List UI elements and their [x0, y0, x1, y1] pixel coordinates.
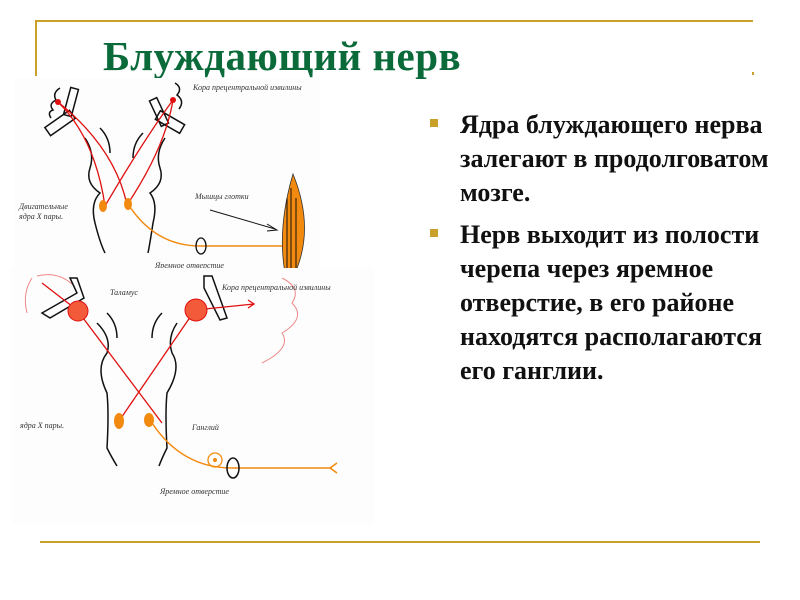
sensory-pathway-diagram: Таламус Кора прецентральной извилины ядр… — [12, 268, 374, 524]
label-cortex: Кора прецентральной извилины — [192, 83, 302, 92]
label-ganglion: Ганглий — [191, 423, 219, 432]
label-pharynx-muscles: Мышцы глотки — [194, 192, 249, 201]
label-cortex: Кора прецентральной извилины — [221, 283, 331, 292]
frame-dot — [752, 72, 754, 75]
bullet-item: Нерв выходит из полости черепа через яре… — [430, 218, 770, 388]
bullet-square-icon — [430, 119, 438, 127]
label-motor-nuclei-2: ядра X пары. — [18, 212, 63, 221]
motor-pathway-diagram: Кора прецентральной извилины Двигательны… — [15, 78, 320, 273]
bullet-item: Ядра блуждающего нерва залегают в продол… — [430, 108, 770, 210]
frame-bottom-line — [40, 541, 760, 543]
frame-left-line — [35, 20, 37, 76]
bullet-text: Ядра блуждающего нерва залегают в продол… — [460, 110, 769, 207]
label-jugular-foramen: Яремное отверстие — [159, 487, 229, 496]
bullet-text: Нерв выходит из полости черепа через яре… — [460, 220, 762, 385]
label-jugular-foramen: Яремное отверстие — [154, 261, 224, 270]
bullet-square-icon — [430, 229, 438, 237]
label-thalamus: Таламус — [110, 288, 138, 297]
bullet-list: Ядра блуждающего нерва залегают в продол… — [430, 108, 770, 396]
frame-top-line — [35, 20, 753, 22]
slide-title: Блуждающий нерв — [103, 33, 462, 79]
label-motor-nuclei: Двигательные — [18, 202, 68, 211]
label-nuclei: ядра X пары. — [19, 421, 64, 430]
